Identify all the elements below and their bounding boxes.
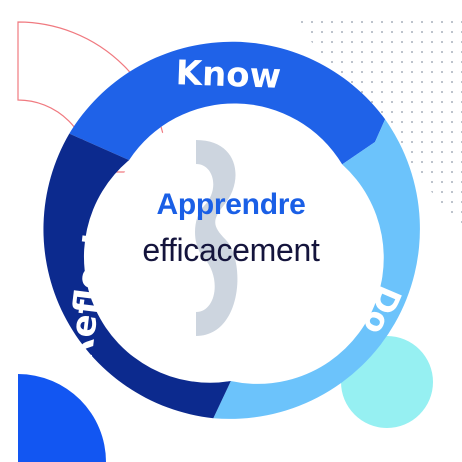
segment-do	[213, 119, 420, 419]
center-disc	[106, 112, 358, 364]
segment-know	[69, 41, 386, 165]
bracket-decor	[195, 140, 238, 336]
segment-reflect	[43, 133, 231, 419]
segment-label-know: Know	[175, 53, 282, 97]
center-title: Apprendre	[156, 188, 306, 221]
blue-quarter-circle-decor	[18, 374, 106, 462]
center-subtitle: efficacement	[142, 232, 320, 268]
